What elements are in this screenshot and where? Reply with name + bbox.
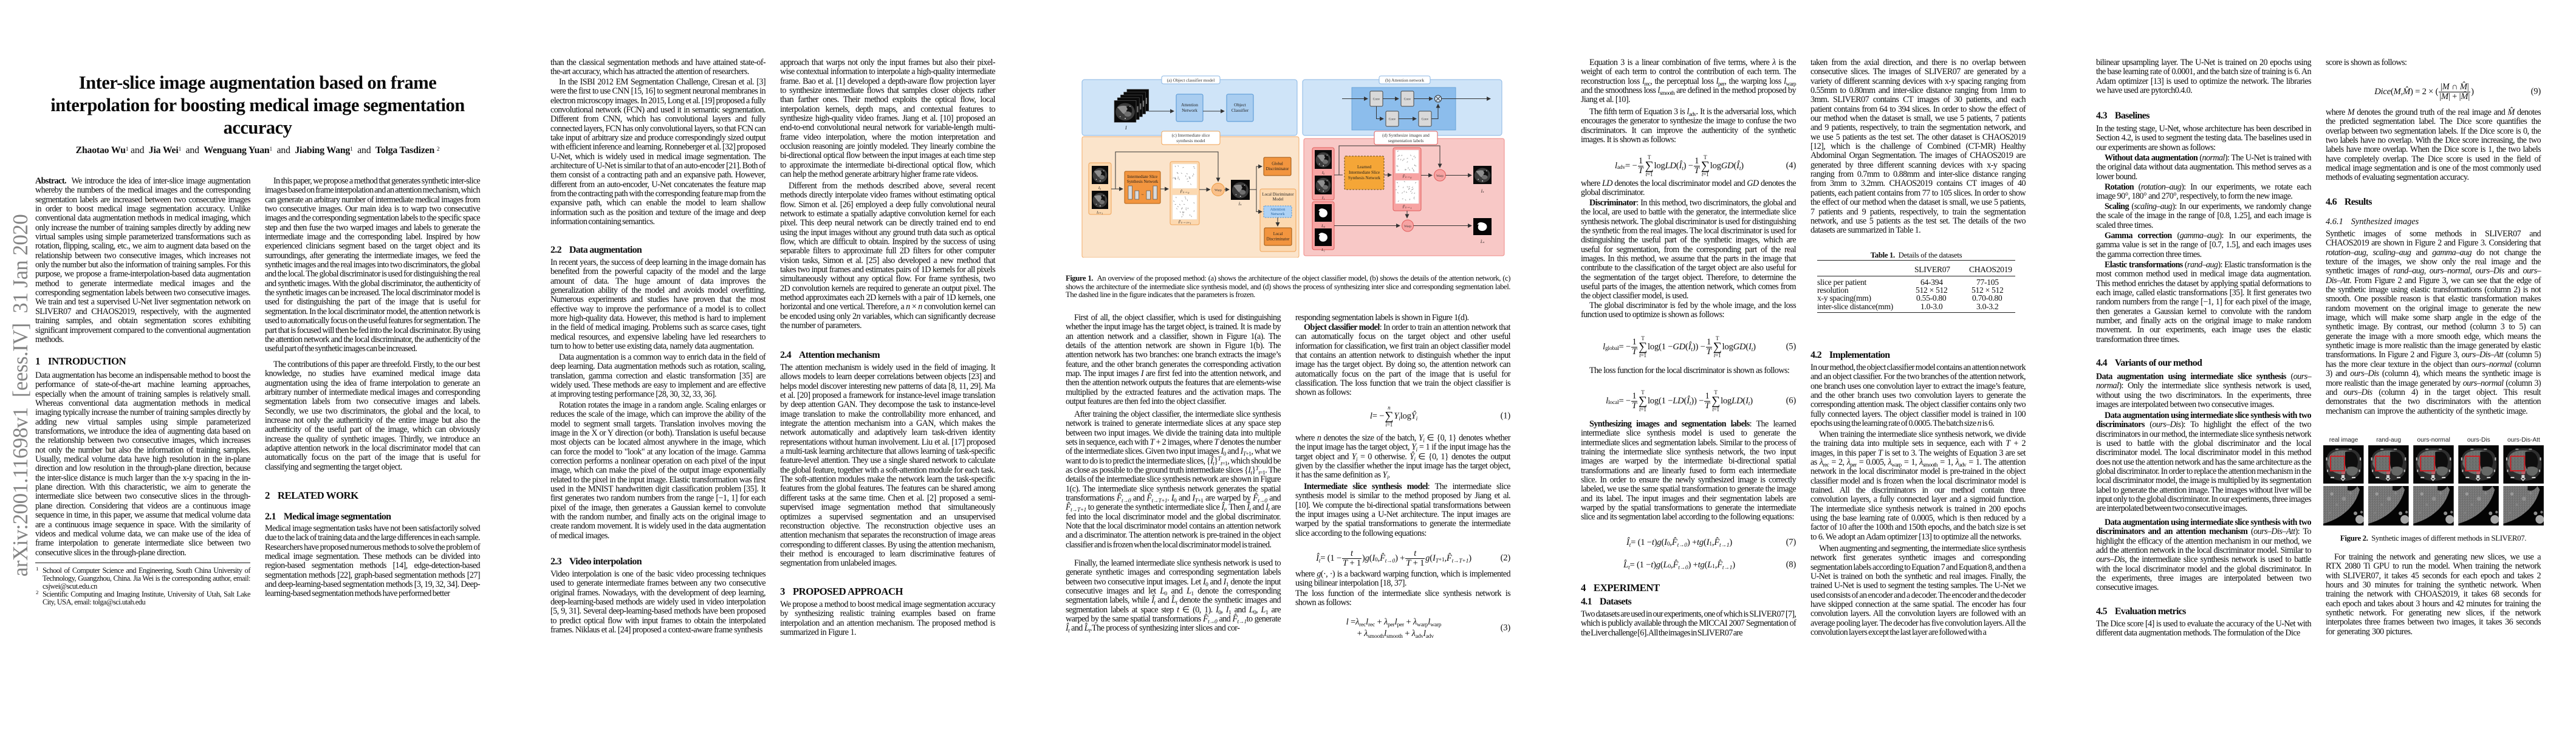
svg-text:L₁: L₁	[1321, 248, 1325, 252]
svg-text:Conv: Conv	[1422, 118, 1429, 122]
svg-text:segmentation labels: segmentation labels	[1388, 138, 1424, 143]
svg-text:L₀: L₀	[1321, 224, 1325, 228]
svg-text:I₁: I₁	[1321, 196, 1324, 200]
svg-text:Network: Network	[1182, 108, 1197, 113]
svg-text:(c) Intermediate slice: (c) Intermediate slice	[1172, 132, 1211, 138]
svg-text:Classifier: Classifier	[1231, 108, 1249, 113]
svg-text:Intermediate Slice: Intermediate Slice	[1349, 170, 1380, 175]
svg-text:Intermediate Slice: Intermediate Slice	[1128, 175, 1158, 179]
svg-text:I₀: I₀	[1098, 186, 1101, 190]
svg-text:Iₛ₊₁: Iₛ₊₁	[1096, 211, 1103, 215]
svg-text:L̂ₛ: L̂ₛ	[1480, 240, 1485, 244]
svg-text:I: I	[1125, 125, 1127, 131]
svg-text:I₀: I₀	[1321, 171, 1324, 175]
svg-text:(b) Attention network: (b) Attention network	[1385, 78, 1424, 83]
svg-text:~: ~	[1142, 193, 1144, 197]
svg-text:Warp: Warp	[1404, 225, 1411, 228]
svg-text:Conv: Conv	[1404, 98, 1411, 101]
svg-text:Warp: Warp	[1436, 174, 1444, 178]
svg-text:Conv: Conv	[1373, 98, 1380, 101]
svg-text:Synthesis Network: Synthesis Network	[1348, 176, 1381, 180]
svg-text:Network: Network	[1270, 212, 1285, 216]
svg-text:Local Disriminator: Local Disriminator	[1262, 193, 1295, 197]
svg-text:(d) Synthesize images and: (d) Synthesize images and	[1382, 132, 1430, 138]
svg-text:Attention: Attention	[1181, 102, 1198, 108]
svg-text:Model: Model	[1273, 197, 1284, 202]
svg-text:F̂ₛ→ₛ₊₁: F̂ₛ→ₛ₊₁	[1178, 220, 1191, 224]
svg-text:Global: Global	[1272, 162, 1283, 166]
svg-text:Attention: Attention	[1270, 208, 1286, 212]
svg-text:Îₛ: Îₛ	[1481, 189, 1484, 194]
svg-text:F̂ₛ→₁: F̂ₛ→₁	[1402, 205, 1412, 209]
svg-text:Synthesis Network: Synthesis Network	[1127, 180, 1159, 184]
svg-text:Warp: Warp	[1214, 189, 1222, 193]
svg-text:F̂ₛ→₀: F̂ₛ→₀	[1180, 190, 1190, 194]
svg-text:Discriminator: Discriminator	[1267, 238, 1290, 242]
svg-text:(a) Object classifier model: (a) Object classifier model	[1167, 78, 1215, 83]
svg-text:synthesis model: synthesis model	[1176, 138, 1205, 143]
svg-text:Local: Local	[1273, 232, 1283, 236]
svg-text:Object: Object	[1234, 102, 1247, 108]
svg-text:Discriminator: Discriminator	[1266, 167, 1289, 171]
svg-text:F̂ₛ→₀: F̂ₛ→₀	[1402, 174, 1412, 179]
svg-text:Conv: Conv	[1389, 118, 1396, 122]
svg-text:Îₛ: Îₛ	[1238, 202, 1242, 207]
svg-text:Learned: Learned	[1357, 165, 1371, 169]
